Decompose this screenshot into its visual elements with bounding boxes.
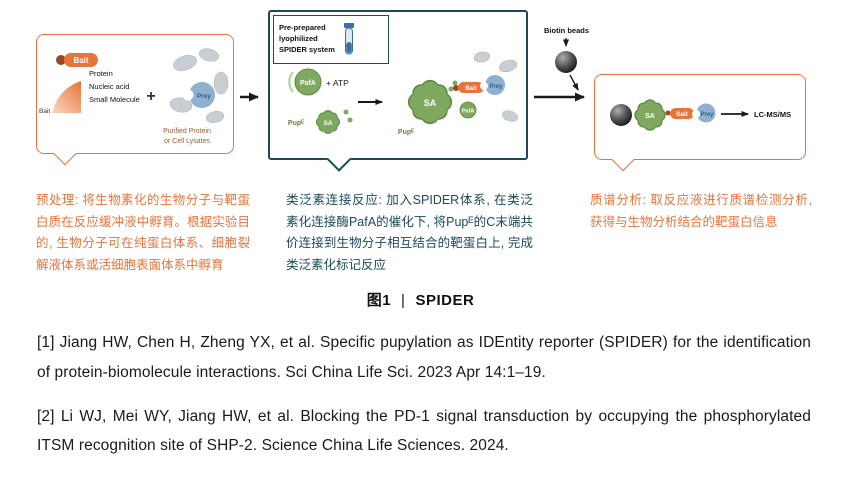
product-pafa-icon [459, 101, 477, 119]
ligation-panel: Pre-prepared lyophilized SPIDER system P… [268, 10, 528, 172]
product-pupe-label: Pupᴱ [398, 129, 414, 136]
ms-description: 质谱分析: 取反应液进行质谱检测分析, 获得与生物分析结合的靶蛋白信息 [590, 193, 812, 229]
cell-lysate-blobs [169, 48, 229, 123]
atp-label: + ATP [326, 78, 349, 88]
prey-binding-pocket-icon [182, 89, 194, 101]
pretreatment-description: 预处理: 将生物素化的生物分子与靶蛋白质在反应缓冲液中孵育。根据实验目的, 生物… [36, 193, 250, 272]
product-lysate-blobs [473, 51, 519, 122]
flow-arrows-layer: Biotin beads [240, 26, 589, 102]
bait-type-small-molecule: Small Molecule [89, 95, 140, 104]
caption-separator: | [401, 292, 406, 309]
biotin-beads-label: Biotin beads [544, 26, 589, 35]
lcms-label: LC-MS/MS [754, 110, 791, 119]
product-prey-icon [485, 75, 505, 95]
bait-type-protein: Protein [89, 69, 113, 78]
pup-chain-icon [448, 86, 454, 92]
pup-molecule-icon [343, 109, 349, 115]
product-bait-pill-icon [458, 82, 484, 93]
biotin-tag-icon [453, 85, 459, 91]
bait-fan-label: Bait [39, 108, 50, 115]
prey-label: Prey [700, 112, 714, 118]
ms-analysis-panel: SA Bait Prey LC-MS/MS [594, 74, 806, 172]
plus-sign: + [146, 88, 155, 105]
prey-protein-icon [189, 82, 215, 108]
product-sa-label: SA [424, 98, 437, 108]
figure-title: SPIDER [415, 292, 475, 309]
pretreatment-graphic: Bait Bait Protein Nucleic acid Small Mol… [39, 48, 229, 145]
kit-line-2: lyophilized [279, 34, 318, 44]
product-pafa-label: PafA [462, 109, 475, 115]
pafa-enzyme-icon [294, 68, 322, 96]
pafa-arc-icon [288, 71, 295, 93]
product-prey-label: Prey [489, 84, 503, 90]
pup-chain-icon [452, 80, 458, 86]
biotin-bead-icon [555, 51, 577, 73]
figure-caption: 图1 | SPIDER [0, 289, 841, 310]
biotin-bead-icon [610, 104, 632, 126]
prey-label: Prey [197, 93, 211, 100]
spider-workflow-diagram: Biotin beads Bait Bait Protein Nucleic a… [36, 10, 806, 172]
purified-protein-label-1: Purified Protein [163, 128, 211, 135]
pafa-label: PafA [300, 80, 316, 87]
pretreatment-panel: Bait Bait Protein Nucleic acid Small Mol… [36, 34, 234, 166]
sa-gear-label: SA [323, 120, 332, 127]
sa-label: SA [645, 113, 655, 120]
reference-list: [1] Jiang HW, Chen H, Zheng YX, et al. S… [37, 328, 811, 475]
pupe-label: Pupᴱ [288, 120, 304, 127]
kit-line-3: SPIDER system [279, 44, 335, 54]
bait-type-nucleic-acid: Nucleic acid [89, 82, 129, 91]
figure-number: 图1 [366, 292, 392, 309]
ligation-graphic: PafA + ATP Pupᴱ SA SA Pupᴱ [288, 51, 519, 136]
kit-line-1: Pre-prepared [279, 23, 326, 33]
prey-pocket-icon [692, 110, 700, 118]
bait-fan-icon [52, 81, 81, 113]
spider-kit-box: Pre-prepared lyophilized SPIDER system [273, 15, 389, 64]
bait-pill-icon [670, 108, 694, 119]
bait-pill-label: Bait [73, 56, 88, 65]
biotin-tag-icon [665, 110, 671, 116]
bead-to-flow-arrow-icon [569, 74, 579, 91]
ms-analysis-graphic: SA Bait Prey LC-MS/MS [610, 99, 791, 131]
reference-2: [2] Li WJ, Mei WY, Jiang HW, et al. Bloc… [37, 407, 811, 455]
prey-icon [696, 103, 716, 123]
tube-icon [343, 22, 354, 54]
spider-kit-text: Pre-prepared lyophilized SPIDER system [279, 23, 335, 56]
pup-molecule-icon [347, 117, 353, 123]
product-prey-pocket-icon [480, 82, 488, 90]
product-bait-label: Bait [465, 86, 476, 92]
reference-1: [1] Jiang HW, Chen H, Zheng YX, et al. S… [37, 334, 811, 381]
biotin-tag-icon [56, 55, 66, 65]
purified-protein-label-2: or Cell Lysates [164, 138, 211, 145]
ligation-description: 类泛素连接反应: 加入SPIDER体系, 在类泛素化连接酶PafA的催化下, 将… [286, 193, 533, 272]
bait-pill-icon [64, 53, 98, 67]
bait-label: Bait [676, 112, 687, 118]
